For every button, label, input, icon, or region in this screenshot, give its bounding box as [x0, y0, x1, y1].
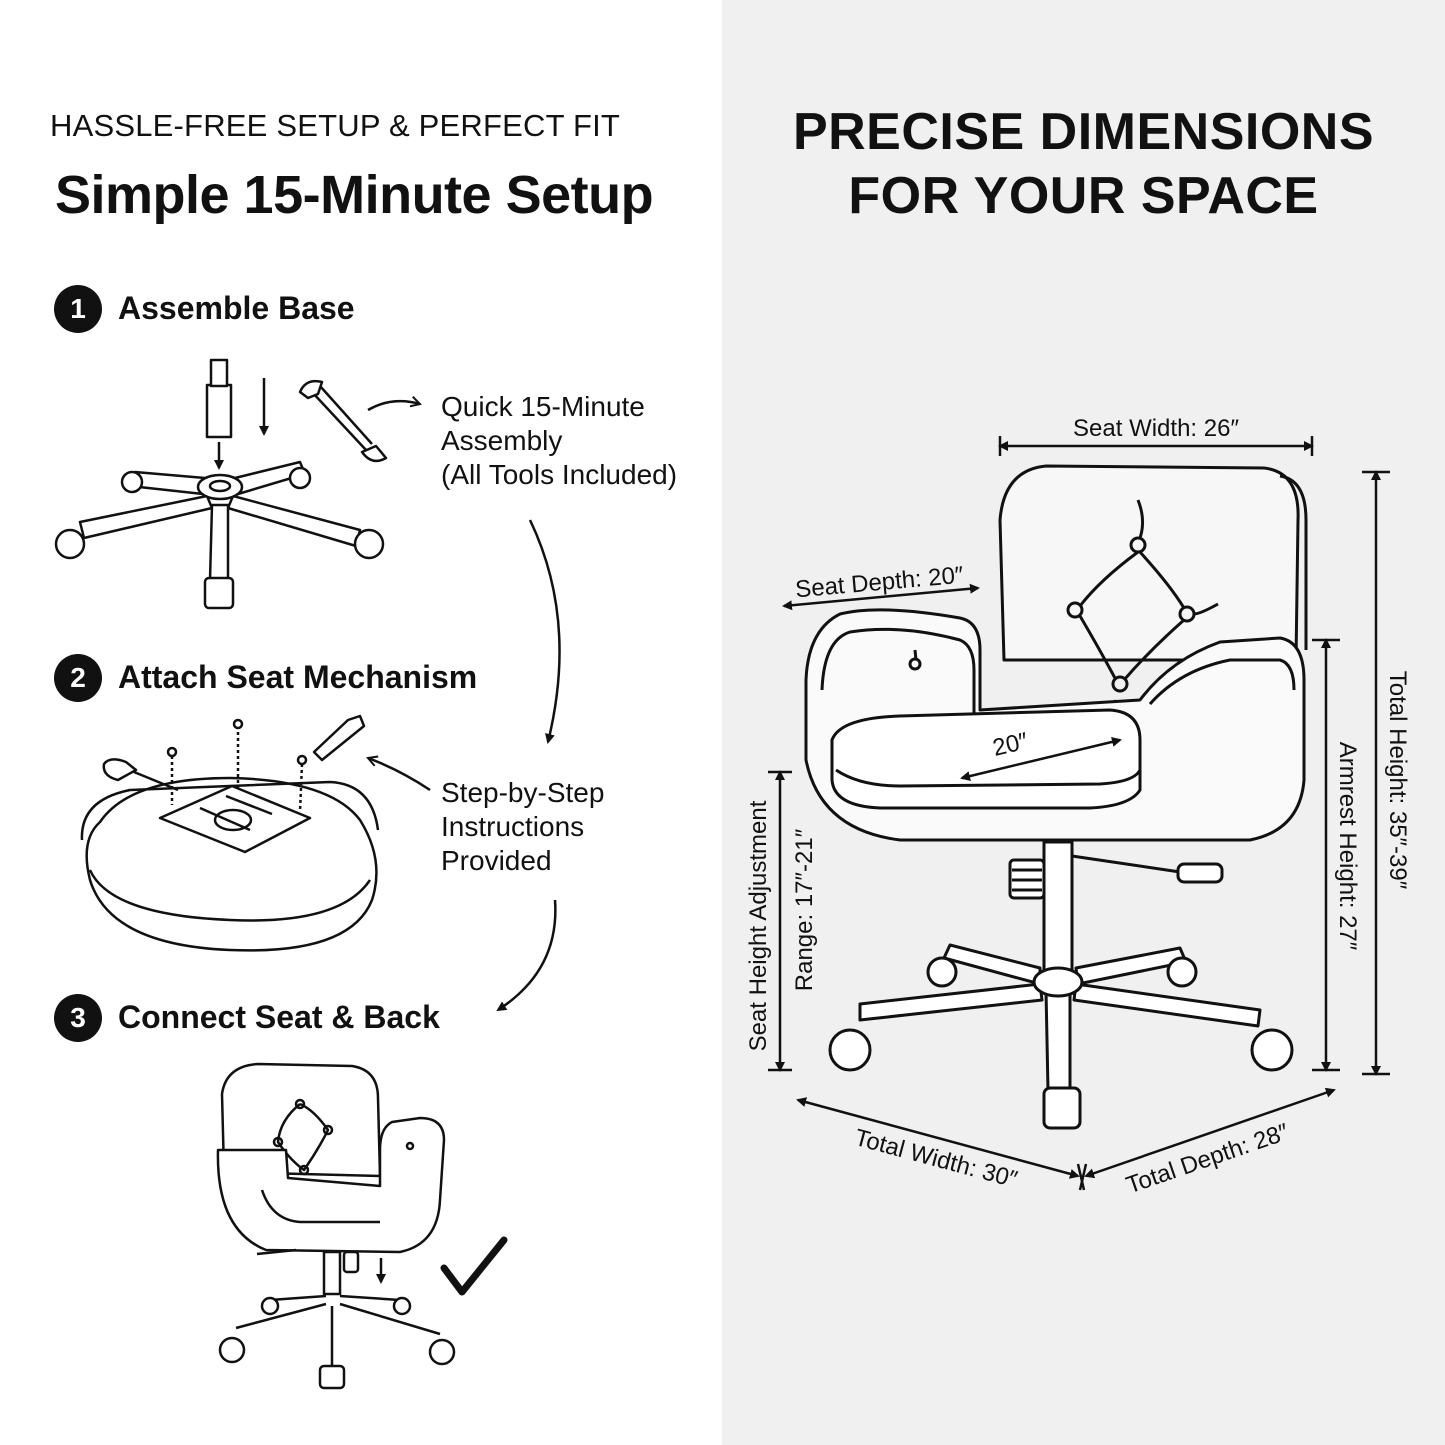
assembly-note: Quick 15-Minute Assembly (All Tools Incl…	[441, 390, 677, 492]
step-2-title: Attach Seat Mechanism	[118, 659, 478, 695]
dimension-lines	[768, 436, 1390, 1191]
step-3-title: Connect Seat & Back	[118, 999, 440, 1035]
dimensions-title-line-2: FOR YOUR SPACE	[848, 167, 1319, 225]
instructions-note-line-1: Step-by-Step	[441, 777, 605, 808]
total-depth-label: Total Depth: 28″	[1123, 1118, 1293, 1199]
instructions-note-line-3: Provided	[441, 845, 552, 876]
assembly-base-illustration	[54, 358, 422, 610]
step-1-title: Assemble Base	[118, 290, 355, 326]
seat-height-range-label: Range: 17″-21″	[791, 828, 818, 991]
dimensions-title-line-1: PRECISE DIMENSIONS	[792, 103, 1375, 161]
total-height-label: Total Height: 35″-39″	[1384, 671, 1411, 890]
total-width-label: Total Width: 30″	[852, 1124, 1021, 1193]
step-1-badge: 1	[54, 285, 102, 333]
seat-height-adjustment-label: Seat Height Adjustment	[745, 800, 772, 1051]
assembly-note-line-2: Assembly	[441, 425, 563, 456]
assembly-note-line-3: (All Tools Included)	[441, 459, 678, 490]
assembled-chair-illustration	[216, 1062, 456, 1390]
checkmark-icon	[440, 1236, 508, 1296]
seat-width-label: Seat Width: 26″	[1073, 415, 1239, 442]
setup-headline: Simple 15-Minute Setup	[55, 165, 654, 225]
instructions-note-line-2: Instructions	[441, 811, 585, 842]
setup-eyebrow: HASSLE-FREE SETUP & PERFECT FIT	[50, 108, 621, 143]
dimension-chair-illustration	[804, 464, 1308, 1130]
instructions-note: Step-by-Step Instructions Provided	[441, 776, 604, 878]
step-2-badge: 2	[54, 654, 102, 702]
assembly-note-line-1: Quick 15-Minute	[441, 391, 645, 422]
step-3-badge: 3	[54, 994, 102, 1042]
armrest-height-label: Armrest Height: 27″	[1334, 742, 1361, 951]
seat-mechanism-illustration	[80, 714, 431, 952]
